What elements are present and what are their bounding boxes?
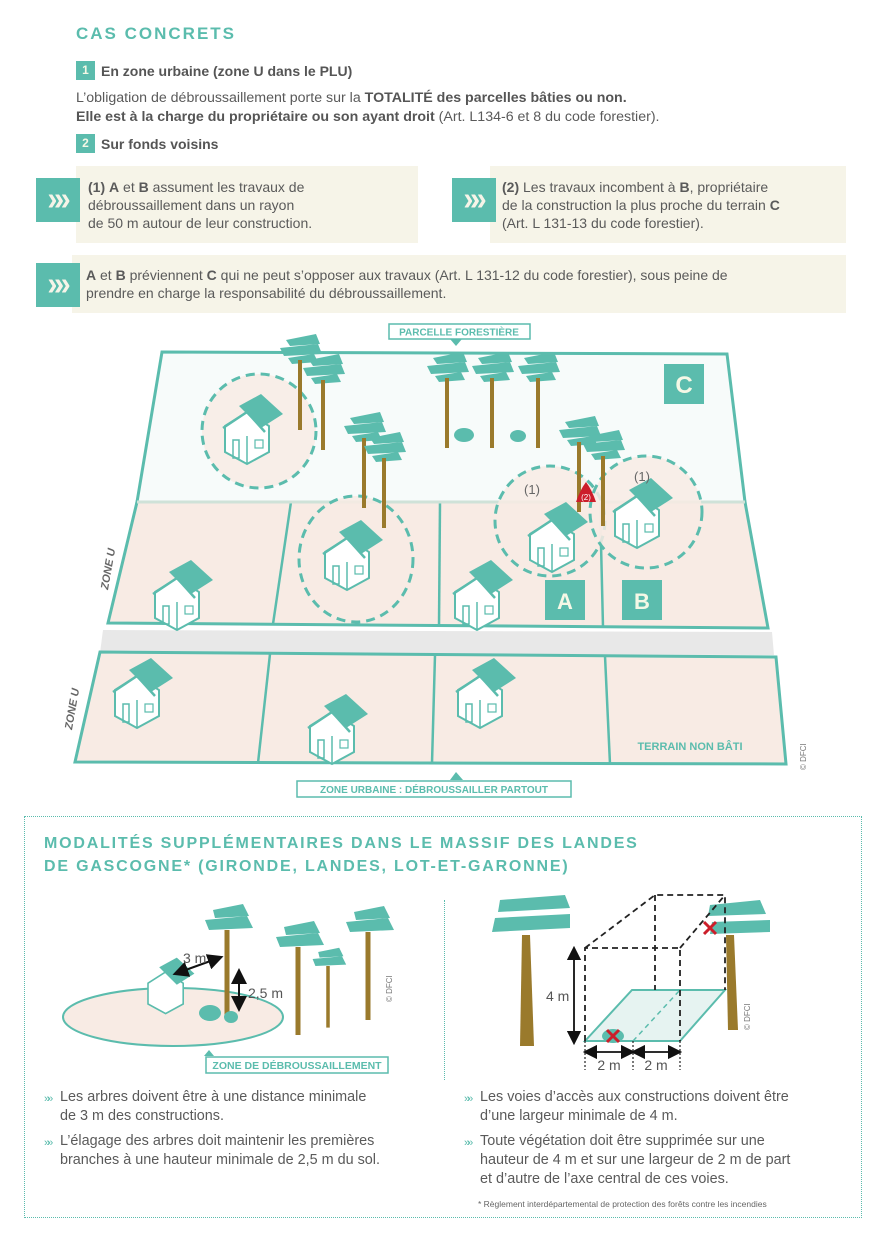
text: prendre en charge la responsabilité du d… xyxy=(86,285,447,301)
section-2-heading: 2 Sur fonds voisins xyxy=(76,134,218,153)
overlap-marker xyxy=(576,482,596,502)
footnote: * Règlement interdépartemental de protec… xyxy=(478,1199,767,1209)
note-2: (2) Les travaux incombent à B, propriéta… xyxy=(490,166,846,243)
zone-u-label: ZONE U xyxy=(63,686,82,731)
right-bullets: »» Les voies d’accès aux constructions d… xyxy=(464,1088,854,1189)
bullet-item: »» Les voies d’accès aux constructions d… xyxy=(464,1089,789,1124)
urban-zone-label: ZONE URBAINE : DÉBROUSSAILLER PARTOUT xyxy=(320,783,548,796)
title-line: DE GASCOGNE* (GIRONDE, LANDES, LOT-ET-GA… xyxy=(44,858,570,875)
ref: (1) xyxy=(88,179,106,195)
landes-section-title: MODALITÉS SUPPLÉMENTAIRES DANS LE MASSIF… xyxy=(44,832,639,878)
tree-distance-diagram: 3 m 2,5 m © DFCI ZONE DE DÉBROUSSAILLEME… xyxy=(62,904,394,1074)
distance-label: 3 m xyxy=(183,950,206,966)
text: de la construction la plus proche du ter… xyxy=(502,197,770,213)
chevron-icon: »» xyxy=(36,263,80,307)
parcel-ref: A xyxy=(86,267,97,283)
height-label: 2,5 m xyxy=(248,985,283,1001)
double-chevron-icon: »» xyxy=(464,1137,473,1149)
ref: (2) xyxy=(502,179,520,195)
bullet-item: »» Les arbres doivent être à une distanc… xyxy=(44,1089,367,1124)
chevron-icon: »» xyxy=(452,178,496,222)
parcel-ref: B xyxy=(679,179,690,195)
emphasis: TOTALITÉ des parcelles bâties ou non. xyxy=(364,90,627,106)
double-chevron-icon: »» xyxy=(464,1093,473,1105)
copyright-label: © DFCI xyxy=(743,1003,752,1030)
parcel-a-label: A xyxy=(557,589,573,614)
parcel-b-label: B xyxy=(634,589,650,614)
page-title: CAS CONCRETS xyxy=(76,24,237,43)
unbuilt-land-label: TERRAIN NON BÂTI xyxy=(637,740,742,753)
height-label: 4 m xyxy=(546,988,569,1004)
prohibited-x-icon xyxy=(702,920,718,936)
text: et xyxy=(119,179,139,195)
parcel-ref: C xyxy=(769,197,780,213)
chevron-icon: »» xyxy=(36,178,80,222)
parcel-c-label: C xyxy=(675,372,692,399)
bullet-item: »» Toute végétation doit être supprimée … xyxy=(464,1133,791,1187)
zone-u-label: ZONE U xyxy=(99,546,118,591)
parcel-b-badge xyxy=(622,580,662,620)
text: L’obligation de débroussaillement porte … xyxy=(76,90,365,106)
text: préviennent xyxy=(125,267,207,283)
text: assument les travaux de xyxy=(148,179,305,195)
road xyxy=(100,630,774,655)
text: , propriétaire xyxy=(689,179,769,195)
bush-icon xyxy=(454,428,474,442)
parcel-diagram: (2) (1) (1) C A B ZONE U ZONE U TERRAIN … xyxy=(63,323,808,798)
text: qui ne peut s’opposer aux travaux (Art. … xyxy=(216,267,728,283)
parcel-c-badge xyxy=(664,364,704,404)
copyright-label: © DFCI xyxy=(385,975,394,1002)
section-1-heading: 1 En zone urbaine (zone U dans le PLU) xyxy=(76,61,352,80)
section-1-paragraph: L’obligation de débroussaillement porte … xyxy=(76,89,659,127)
text: débroussaillement dans un rayon xyxy=(88,197,295,213)
emphasis: Elle est à la charge du propriétaire ou … xyxy=(76,109,435,125)
ref-1-label: (1) xyxy=(634,469,650,484)
width-label: 2 m xyxy=(644,1057,667,1073)
double-chevron-icon: »» xyxy=(44,1137,53,1149)
title-line: MODALITÉS SUPPLÉMENTAIRES DANS LE MASSIF… xyxy=(44,835,639,852)
left-bullets: »» Les arbres doivent être à une distanc… xyxy=(44,1088,434,1170)
width-label: 2 m xyxy=(597,1057,620,1073)
section-1-title: En zone urbaine (zone U dans le PLU) xyxy=(101,62,353,79)
prohibited-x-icon xyxy=(605,1028,621,1044)
text: Les travaux incombent à xyxy=(519,179,680,195)
bush-icon xyxy=(199,1005,221,1021)
pine-tree-icon xyxy=(708,900,770,1030)
section-number-badge: 2 xyxy=(76,134,95,153)
column-divider xyxy=(444,900,445,1080)
text: (Art. L 131-13 du code forestier). xyxy=(502,215,704,231)
parcel-ref: A xyxy=(109,179,120,195)
double-chevron-icon: »» xyxy=(44,1093,53,1105)
parcel-a-badge xyxy=(545,580,585,620)
pine-tree-icon xyxy=(312,947,347,1028)
text: de 50 m autour de leur construction. xyxy=(88,215,313,231)
landes-section-box xyxy=(24,816,862,1218)
note-1: (1) A et B assument les travaux de débro… xyxy=(76,166,418,243)
forest-parcel-label: PARCELLE FORESTIÈRE xyxy=(399,326,519,339)
clearing-zone-label: ZONE DE DÉBROUSSAILLEMENT xyxy=(212,1059,382,1072)
text: et xyxy=(96,267,116,283)
ref-1-label: (1) xyxy=(524,482,540,497)
bullet-item: »» L’élagage des arbres doit maintenir l… xyxy=(44,1133,380,1168)
parcel-ref: C xyxy=(206,267,217,283)
bush-icon xyxy=(510,430,526,442)
parcel-ref: B xyxy=(138,179,149,195)
note-3: A et B préviennent C qui ne peut s’oppos… xyxy=(72,255,846,313)
urban-label-box xyxy=(296,780,572,798)
access-road-diagram: 4 m 2 m 2 m © DFCI xyxy=(492,894,770,1073)
text: (Art. L134-6 et 8 du code forestier). xyxy=(434,109,660,125)
copyright-label: © DFCI xyxy=(799,743,808,770)
section-2-title: Sur fonds voisins xyxy=(101,135,219,152)
ref-2-label: (2) xyxy=(581,493,591,502)
pine-tree-icon xyxy=(492,895,570,1046)
section-number-badge: 1 xyxy=(76,61,95,80)
bush-icon xyxy=(224,1011,238,1023)
parcel-ref: B xyxy=(115,267,126,283)
